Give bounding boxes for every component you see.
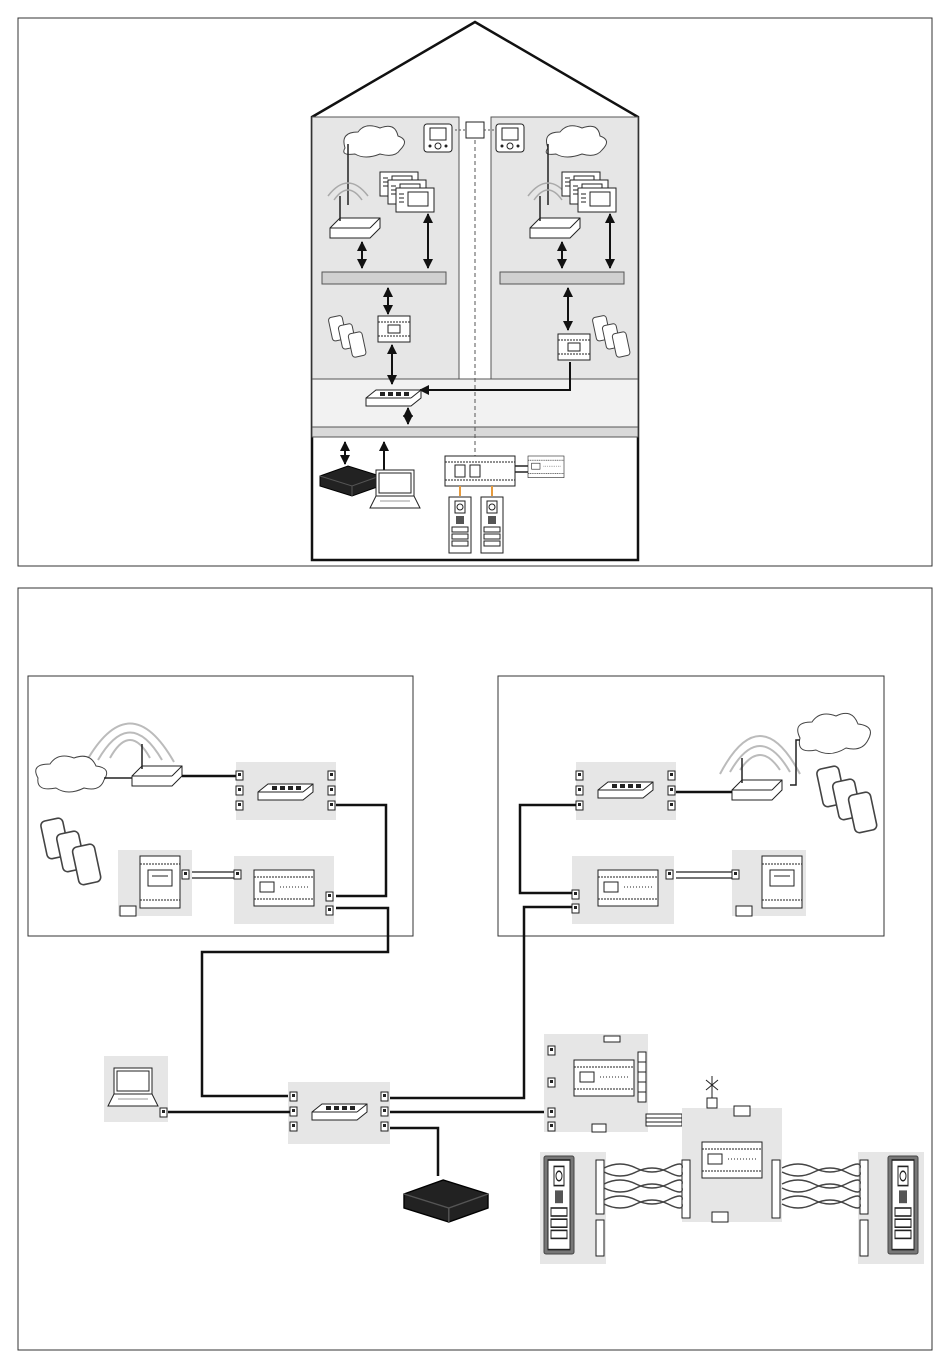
- apt-left-b-switch-icon: [258, 784, 313, 800]
- apt-right-intercom-icon: [496, 124, 524, 152]
- apt-left-b-power-icon: [120, 906, 136, 916]
- entrance-door-panel-icon-1: [449, 497, 471, 553]
- apt-right-b-module-icon: [762, 856, 802, 908]
- central-switch-icon: [312, 1104, 367, 1120]
- apt-right-monitor-icon-3: [578, 188, 616, 212]
- apt-right-bus-bar: [500, 272, 624, 284]
- apt-left-bus-bar: [322, 272, 446, 284]
- door-module-icon: [702, 1142, 762, 1178]
- entrance-controller-icon: [445, 456, 515, 486]
- apt-left-intercom-icon: [424, 124, 452, 152]
- common-switch-icon: [366, 390, 421, 406]
- apt-right-b-power-icon: [736, 906, 752, 916]
- apt-left-module-icon: [378, 316, 410, 342]
- left-door-panel-icon: [548, 1160, 570, 1250]
- controller-terminal-block: [638, 1052, 646, 1102]
- apt-left-b-intercom-module-icon: [254, 870, 314, 906]
- right-door-panel-terminals: [860, 1160, 868, 1214]
- door-module-right-terminals: [772, 1160, 780, 1218]
- entrance-door-panel-icon-2: [481, 497, 503, 553]
- entrance-psu-icon: [528, 456, 564, 478]
- apt-right-module-icon: [558, 334, 590, 360]
- apt-right-b-switch-icon: [598, 782, 653, 798]
- ribbon-cable: [646, 1114, 682, 1126]
- bus-junction: [466, 122, 484, 138]
- door-module-left-terminals: [682, 1160, 690, 1218]
- bottom-controller-icon: [574, 1060, 634, 1096]
- entrance-laptop-icon: [370, 470, 420, 508]
- apt-left-b-module-icon: [140, 856, 180, 908]
- apt-left-monitor-icon-3: [396, 188, 434, 212]
- door-module-power-icon: [734, 1106, 750, 1116]
- right-door-panel-icon: [892, 1160, 914, 1250]
- bottom-laptop-icon: [108, 1068, 158, 1106]
- left-door-panel-terminals: [596, 1160, 604, 1214]
- apt-right-b-intercom-module-icon: [598, 870, 658, 906]
